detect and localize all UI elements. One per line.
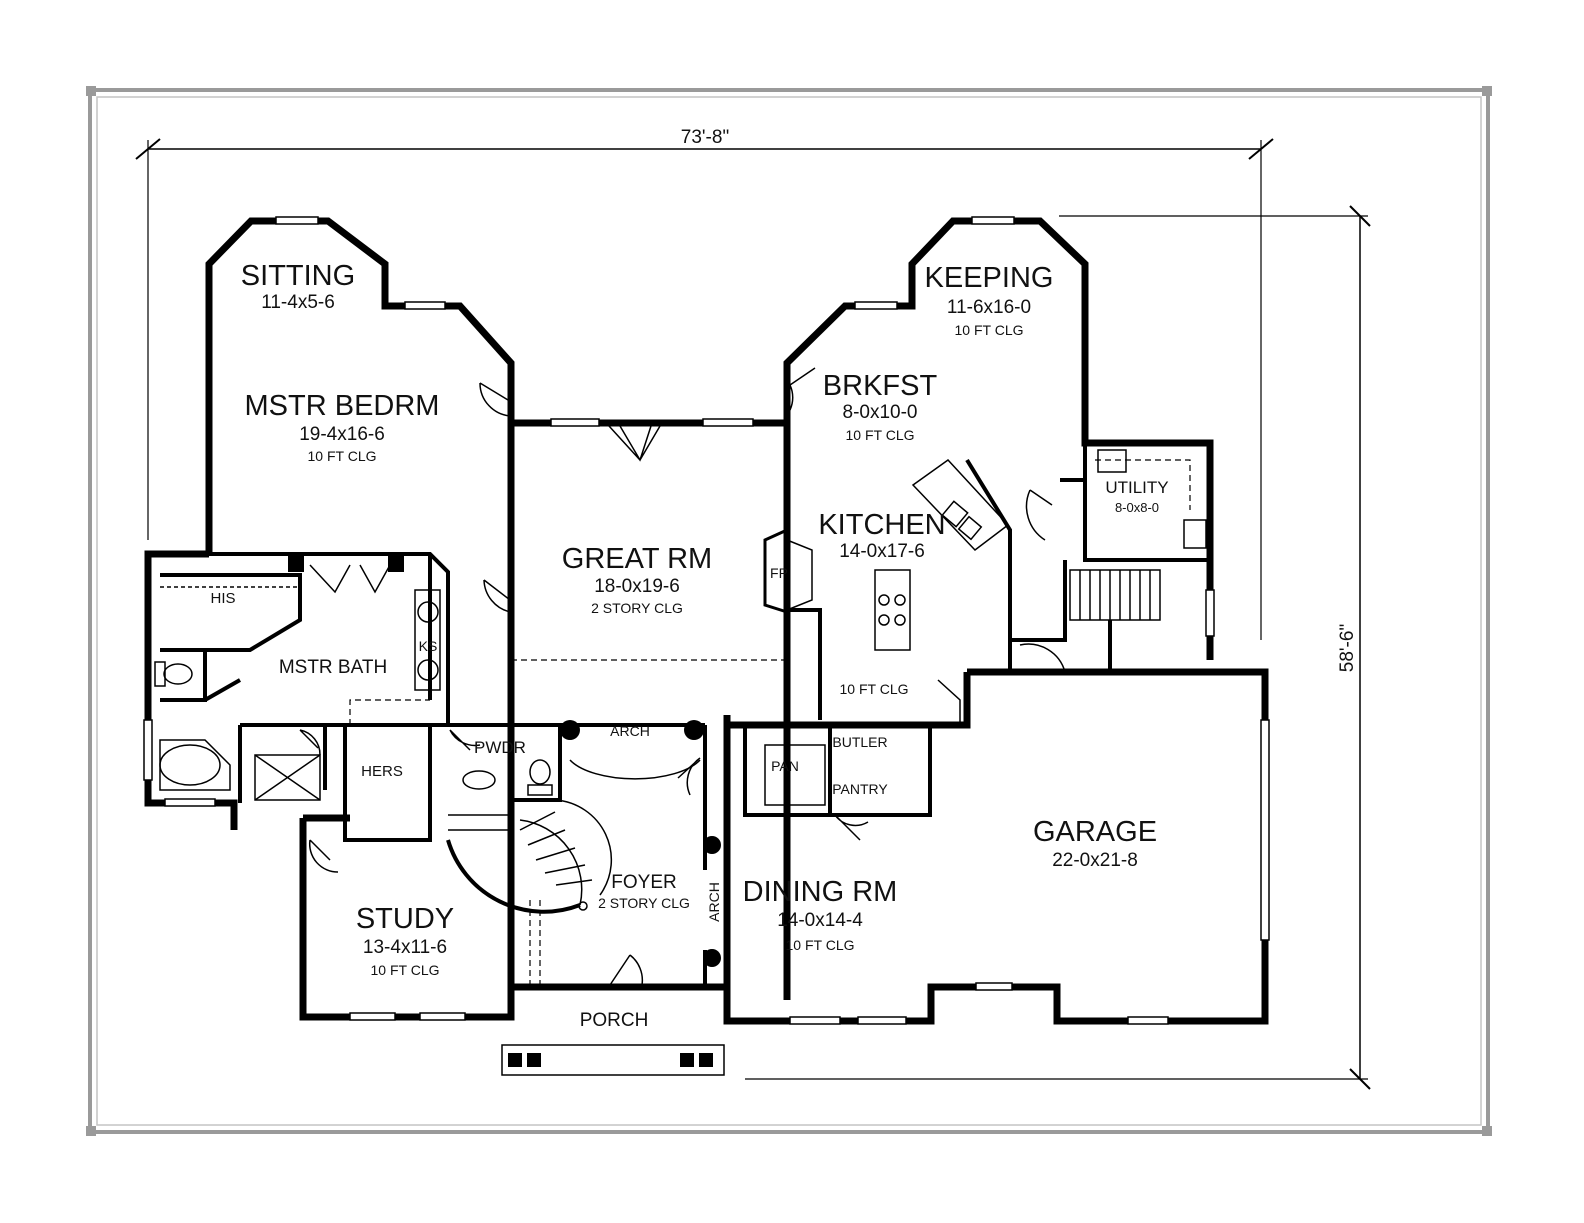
- dashed-openings: [349, 430, 1191, 985]
- fixtures: [154, 449, 1207, 806]
- room-great-rm: GREAT RM 18-0x19-6 2 STORY CLG: [562, 543, 712, 616]
- arch-side-label: ARCH: [706, 882, 722, 922]
- room-size: 19-4x16-6: [299, 424, 385, 445]
- room-study: STUDY 13-4x11-6 10 FT CLG: [356, 903, 454, 978]
- room-ceiling: 10 FT CLG: [786, 937, 855, 953]
- room-size: 14-0x17-6: [839, 541, 925, 562]
- room-name: UTILITY: [1105, 478, 1168, 497]
- room-size: 11-6x16-0: [947, 297, 1031, 318]
- room-porch: PORCH: [580, 1010, 649, 1031]
- room-name: STUDY: [356, 903, 454, 935]
- room-size: 14-0x14-4: [777, 910, 863, 931]
- room-butler: BUTLER: [832, 734, 887, 750]
- room-ceiling: 2 STORY CLG: [598, 895, 690, 911]
- room-ceiling: 10 FT CLG: [371, 962, 440, 978]
- columns: [288, 556, 721, 1067]
- room-utility: UTILITY 8-0x8-0: [1105, 478, 1168, 515]
- room-ceiling: 10 FT CLG: [846, 427, 915, 443]
- room-garage: GARAGE 22-0x21-8: [1033, 816, 1157, 871]
- room-ks: KS: [419, 638, 438, 654]
- room-his: HIS: [210, 590, 235, 607]
- room-size: 18-0x19-6: [594, 576, 680, 597]
- room-mstr-bath: MSTR BATH: [279, 657, 387, 678]
- room-name: GARAGE: [1033, 816, 1157, 848]
- page-frame: [88, 88, 1490, 1134]
- room-name: BRKFST: [823, 370, 938, 402]
- fireplace-label: FP: [770, 565, 788, 581]
- room-name: KEEPING: [925, 262, 1054, 294]
- dimension-depth-label: 58'-6": [1337, 624, 1358, 672]
- dimension-depth: [745, 205, 1371, 1090]
- room-pwdr: PWDR: [474, 738, 526, 757]
- room-name: SITTING: [241, 260, 355, 292]
- room-name: MSTR BEDRM: [245, 390, 440, 422]
- room-dining-rm: DINING RM 14-0x14-4 10 FT CLG: [743, 876, 898, 953]
- room-ceiling: 10 FT CLG: [308, 448, 377, 464]
- dimension-width: [135, 138, 1274, 640]
- room-pan: PAN: [771, 758, 799, 774]
- arch-label: ARCH: [610, 723, 650, 739]
- room-brkfst: BRKFST 8-0x10-0 10 FT CLG: [823, 370, 938, 443]
- room-pantry: PANTRY: [832, 781, 888, 797]
- room-kitchen: KITCHEN 14-0x17-6 10 FT CLG: [818, 509, 945, 697]
- room-labels: SITTING 11-4x5-6 MSTR BEDRM 19-4x16-6 10…: [210, 260, 1168, 1031]
- room-mstr-bedrm: MSTR BEDRM 19-4x16-6 10 FT CLG: [245, 390, 440, 464]
- room-size: 13-4x11-6: [363, 937, 447, 958]
- room-keeping: KEEPING 11-6x16-0 10 FT CLG: [925, 262, 1054, 338]
- page-frame-inner: [96, 96, 1482, 1126]
- room-name: GREAT RM: [562, 543, 712, 575]
- room-ceiling: 10 FT CLG: [840, 681, 909, 697]
- interior-walls: [148, 443, 1210, 987]
- room-hers: HERS: [361, 763, 403, 780]
- room-size: 8-0x8-0: [1115, 500, 1159, 515]
- porch-steps: [501, 1044, 725, 1076]
- room-size: 8-0x10-0: [843, 402, 918, 423]
- room-sitting: SITTING 11-4x5-6: [241, 260, 355, 313]
- room-name: DINING RM: [743, 876, 898, 908]
- room-foyer: FOYER 2 STORY CLG: [598, 872, 690, 911]
- room-size: 22-0x21-8: [1052, 850, 1138, 871]
- doors: [299, 367, 1066, 986]
- frame-corners: [86, 86, 1492, 1136]
- room-name: FOYER: [611, 872, 676, 893]
- stairs: [446, 569, 1161, 914]
- room-name: KITCHEN: [818, 509, 945, 541]
- windows: [143, 216, 1270, 1025]
- room-ceiling: 2 STORY CLG: [591, 600, 683, 616]
- room-ceiling: 10 FT CLG: [955, 322, 1024, 338]
- dimension-width-label: 73'-8": [681, 127, 729, 148]
- room-size: 11-4x5-6: [261, 292, 335, 313]
